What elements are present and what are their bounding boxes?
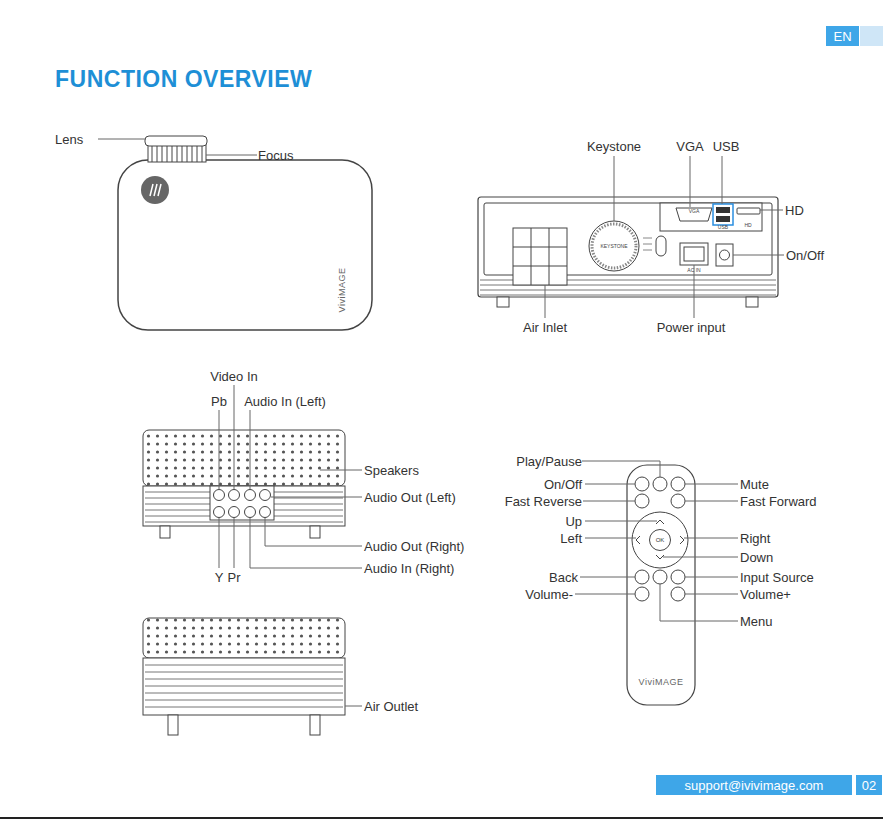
part-label: Video In [210, 369, 257, 384]
part-label: Keystone [587, 139, 641, 154]
badge-box: EN [826, 26, 859, 46]
part-label: Air Outlet [364, 699, 418, 714]
part-label: Fast Reverse [505, 494, 582, 509]
part-label: Input Source [740, 570, 814, 585]
part-label: Pb [211, 394, 227, 409]
part-label: Mute [740, 477, 769, 492]
part-label: AC IN [687, 267, 700, 273]
part-label: Play/Pause [516, 454, 582, 469]
part-label: Audio In (Right) [364, 561, 454, 576]
part-label: Volume- [525, 587, 573, 602]
part-label: On/Off [544, 477, 582, 492]
badge-box: support@ivivimage.com [656, 775, 852, 795]
node-text: 02 [862, 778, 876, 793]
part-label: Speakers [364, 463, 419, 478]
part-label: Audio Out (Left) [364, 490, 456, 505]
part-label: Volume+ [740, 587, 791, 602]
part-label: Left [560, 531, 582, 546]
node-text: support@ivivimage.com [685, 778, 824, 793]
part-label: Back [549, 570, 578, 585]
part-label: HD [785, 203, 804, 218]
part-label: Y [215, 570, 224, 585]
part-label: Focus [258, 148, 293, 163]
ok-button: OK [649, 529, 671, 551]
part-label: USB [713, 139, 740, 154]
badge-box: 02 [856, 775, 882, 795]
page-rule [0, 817, 883, 819]
part-label: Audio In (Left) [244, 394, 326, 409]
part-label: Menu [740, 614, 773, 629]
part-label: Right [740, 531, 770, 546]
part-label: ViviMAGE [335, 268, 350, 313]
part-label: On/Off [786, 248, 824, 263]
part-label: Down [740, 550, 773, 565]
part-label: VGA [676, 139, 703, 154]
part-label: KEYSTONE [600, 243, 627, 249]
part-label: Fast Forward [740, 494, 817, 509]
page-title: FUNCTION OVERVIEW [55, 66, 312, 93]
node-text: EN [833, 29, 851, 44]
part-label: VGA [689, 208, 700, 214]
tab-strip [860, 26, 883, 46]
node-text: OK [656, 537, 665, 543]
part-label: Air Inlet [523, 320, 567, 335]
part-label: HD [744, 222, 751, 228]
part-label: Power input [657, 320, 726, 335]
part-label: Lens [55, 132, 83, 147]
part-label: USB [718, 224, 728, 230]
part-label: Audio Out (Right) [364, 539, 464, 554]
part-label: Up [565, 514, 582, 529]
part-label: Pr [228, 570, 241, 585]
part-label: ViviMAGE [639, 675, 684, 690]
